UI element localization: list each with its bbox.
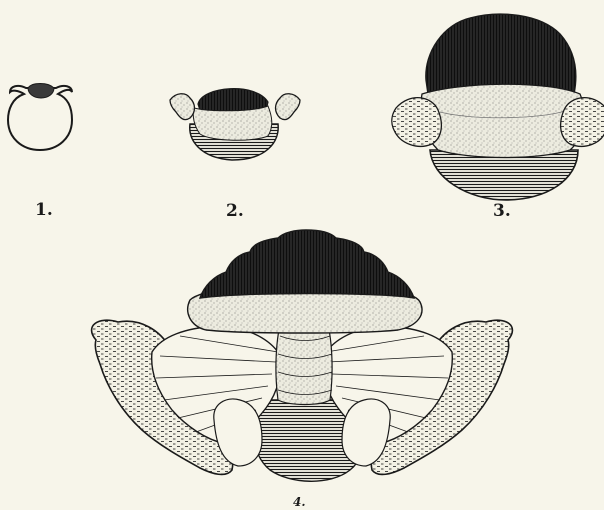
figure-2-label: 2.: [226, 203, 244, 220]
figure-3-label: 3.: [493, 203, 511, 220]
figure-1-label: 1.: [35, 202, 53, 219]
figure-4-label: 4.: [293, 496, 306, 508]
figure-3-drawing: [392, 14, 604, 200]
figure-1-drawing: [8, 84, 72, 151]
figure-4-drawing: [92, 230, 513, 481]
figure-2-drawing: [170, 89, 300, 160]
